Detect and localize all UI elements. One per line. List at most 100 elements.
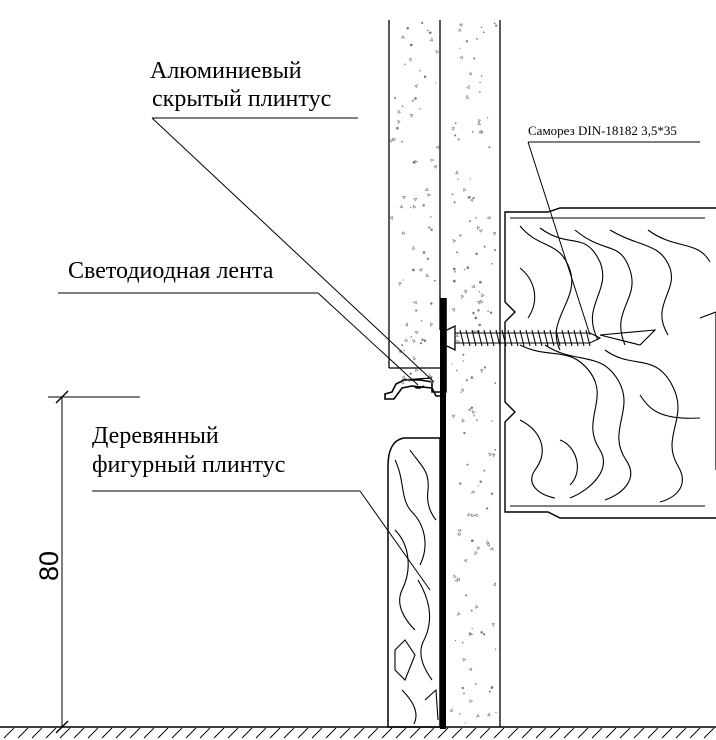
speckle [470,609,473,612]
floor-hatch-line [283,727,295,739]
speckle [475,713,480,718]
floor-hatch-line [521,727,533,739]
speckle [456,577,461,582]
floor-hatch-line [101,727,113,739]
speckle [487,310,489,313]
speckle [401,344,404,347]
speckle [459,56,464,60]
speckle [452,238,457,243]
speckle [414,84,418,89]
floor-hatch-line [255,727,267,739]
speckle [409,43,413,47]
speckle [466,512,471,517]
floor-hatch-line [129,727,141,739]
speckle [394,96,397,99]
floor-hatch-line [409,727,421,739]
speckle [468,632,473,637]
speckle [404,322,409,327]
speckle [483,366,487,369]
speckle [453,574,457,579]
floor-hatch-line [199,727,211,739]
speckle [472,311,475,315]
floor-hatch-line [213,727,225,739]
height-dimension-value: 80 [34,551,64,581]
speckle [413,356,417,361]
floor-hatch-line [563,727,575,739]
screw-thread-line [507,329,513,347]
floor-hatch-line [703,727,715,739]
speckle [459,234,462,237]
speckle [458,713,461,715]
speckle [469,699,474,703]
speckle [412,160,416,164]
floor-hatch-line [115,727,127,739]
speckle [489,311,493,314]
speckle [428,226,431,229]
speckle [470,376,474,379]
floor-hatch-line [479,727,491,739]
screw-thread-line [459,329,465,347]
floor-hatch-line [311,727,323,739]
speckle [414,97,417,100]
speckle [399,204,404,209]
screw-thread-line [567,329,573,347]
floor-hatch-line [633,727,645,739]
floor-hatch-line [661,727,673,739]
speckle [494,648,497,650]
speckle [412,300,417,305]
speckle [426,257,429,260]
speckle [463,559,468,563]
speckle [468,220,471,223]
speckle [408,57,412,62]
speckle [428,373,432,378]
floor-hatch-line [493,727,505,739]
speckle [433,164,438,169]
speckle [470,490,475,494]
speckle [479,480,482,483]
speckle [397,109,401,114]
speckle [492,582,497,587]
speckle [424,187,429,191]
speckle [459,482,462,485]
speckle [465,40,469,43]
speckle [486,215,491,220]
speckle [462,658,467,662]
screw-leader [527,141,700,336]
speckle [449,708,453,713]
speckle [457,138,460,141]
height-dimension: 80 [34,390,140,734]
floor-hatch-line [367,727,379,739]
floor-hatch-line [185,727,197,739]
speckle [412,268,415,272]
speckle [435,49,440,54]
speckle [477,225,481,231]
speckle [460,391,462,394]
speckle [491,263,493,265]
speckle [476,300,481,305]
speckle [466,266,470,270]
speckle [403,349,405,352]
speckle [461,294,465,299]
speckle [473,57,476,60]
floor-hatch-line [59,727,71,739]
screw-thread-line [561,329,567,347]
speckle [451,127,456,132]
screw-thread-line [525,329,531,347]
speckle [415,309,418,312]
led-strip [413,385,425,389]
speckle [482,633,486,636]
screw [446,324,602,352]
speckle [401,195,406,200]
speckle [389,139,394,143]
speckle [410,206,412,209]
screw-thread-line [501,329,507,347]
speckle [422,251,426,254]
speckle [412,338,416,344]
screw-thread-line [495,329,501,347]
label-wood-line2: фигурный плинтус [92,452,285,478]
speckle [471,131,474,133]
floor-hatch-line [17,727,29,739]
led-leader [58,292,419,386]
speckle [490,492,494,495]
speckle [474,551,478,556]
